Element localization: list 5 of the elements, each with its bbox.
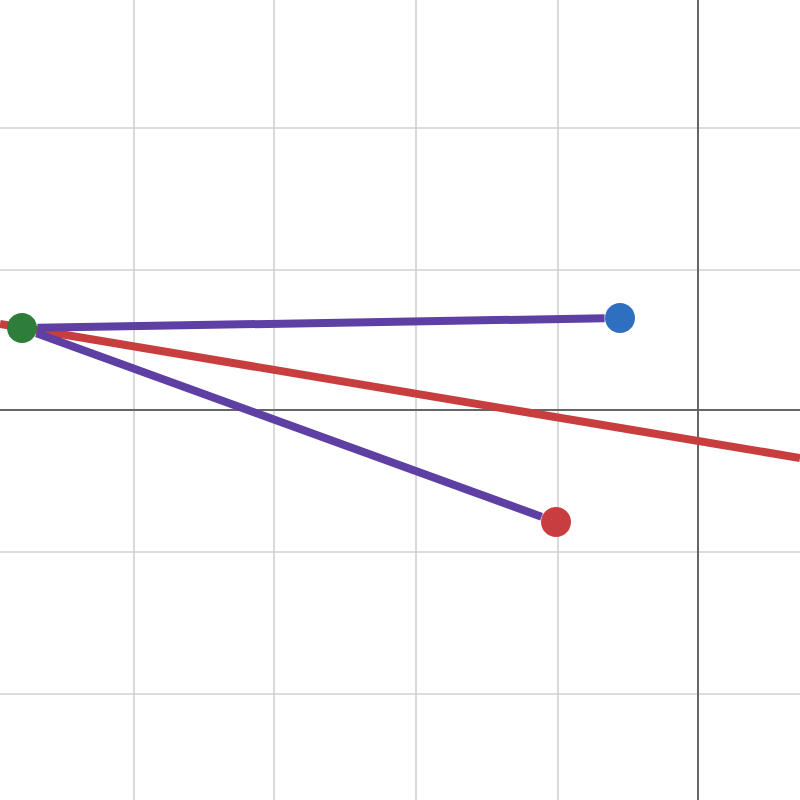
point-marker [541,507,571,537]
point-marker [7,313,37,343]
line-segment [37,314,605,332]
line-segment [35,329,543,521]
point-marker [605,303,635,333]
